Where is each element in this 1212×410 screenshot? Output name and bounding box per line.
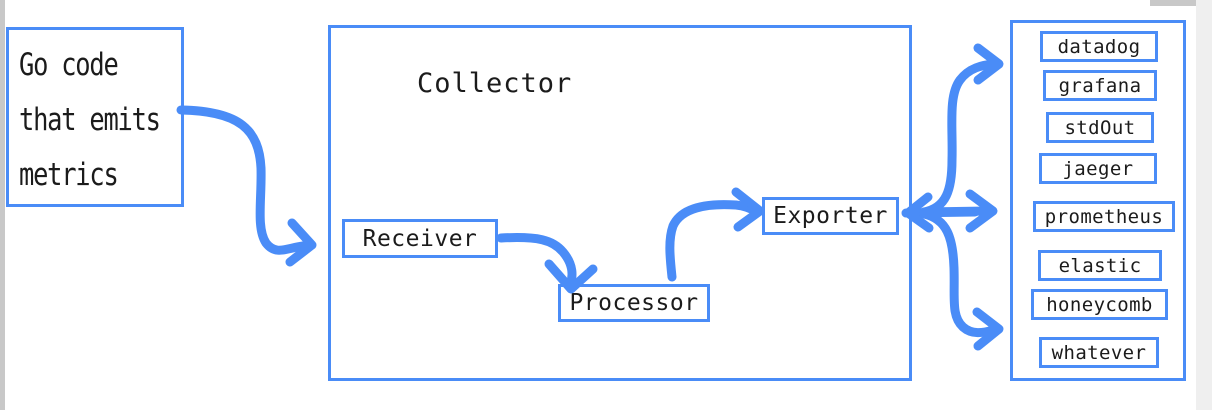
destination-label: prometheus bbox=[1044, 205, 1164, 228]
left-gutter bbox=[0, 0, 5, 410]
destination-label: stdOut bbox=[1064, 116, 1136, 139]
destination-stdout[interactable]: stdOut bbox=[1046, 112, 1154, 143]
arrow-exporter-junction-icon bbox=[901, 192, 980, 233]
destination-elastic[interactable]: elastic bbox=[1038, 250, 1162, 281]
exporter-box[interactable]: Exporter bbox=[762, 197, 899, 235]
go-code-line-3: metrics bbox=[19, 157, 119, 193]
destination-whatever[interactable]: whatever bbox=[1039, 337, 1159, 368]
right-gutter bbox=[1196, 0, 1212, 410]
go-code-source-box[interactable]: Go code that emits metrics bbox=[6, 27, 184, 207]
destination-label: elastic bbox=[1058, 254, 1142, 277]
destination-honeycomb[interactable]: honeycomb bbox=[1031, 289, 1168, 320]
go-code-line-2: that emits bbox=[19, 102, 161, 138]
receiver-label: Receiver bbox=[362, 225, 478, 252]
arrow-source-to-receiver-icon bbox=[176, 105, 317, 267]
exporter-label: Exporter bbox=[773, 203, 888, 229]
destination-label: grafana bbox=[1058, 74, 1142, 97]
arrow-fanout-down-icon bbox=[919, 209, 1004, 351]
processor-box[interactable]: Processor bbox=[558, 284, 710, 322]
arrow-fanout-up-icon bbox=[919, 43, 1004, 217]
arrow-fanout-mid-icon bbox=[919, 189, 998, 233]
destination-label: jaeger bbox=[1062, 157, 1134, 180]
destination-grafana[interactable]: grafana bbox=[1043, 70, 1157, 101]
destination-label: honeycomb bbox=[1046, 293, 1153, 316]
collector-title: Collector bbox=[417, 68, 573, 99]
destination-label: datadog bbox=[1057, 35, 1141, 58]
destination-prometheus[interactable]: prometheus bbox=[1033, 201, 1175, 232]
destination-datadog[interactable]: datadog bbox=[1040, 31, 1158, 62]
processor-label: Processor bbox=[569, 290, 699, 316]
destination-jaeger[interactable]: jaeger bbox=[1039, 153, 1157, 184]
go-code-line-1: Go code bbox=[19, 47, 119, 83]
destination-label: whatever bbox=[1051, 341, 1147, 364]
receiver-box[interactable]: Receiver bbox=[342, 219, 498, 258]
top-right-gutter bbox=[1150, 0, 1212, 6]
